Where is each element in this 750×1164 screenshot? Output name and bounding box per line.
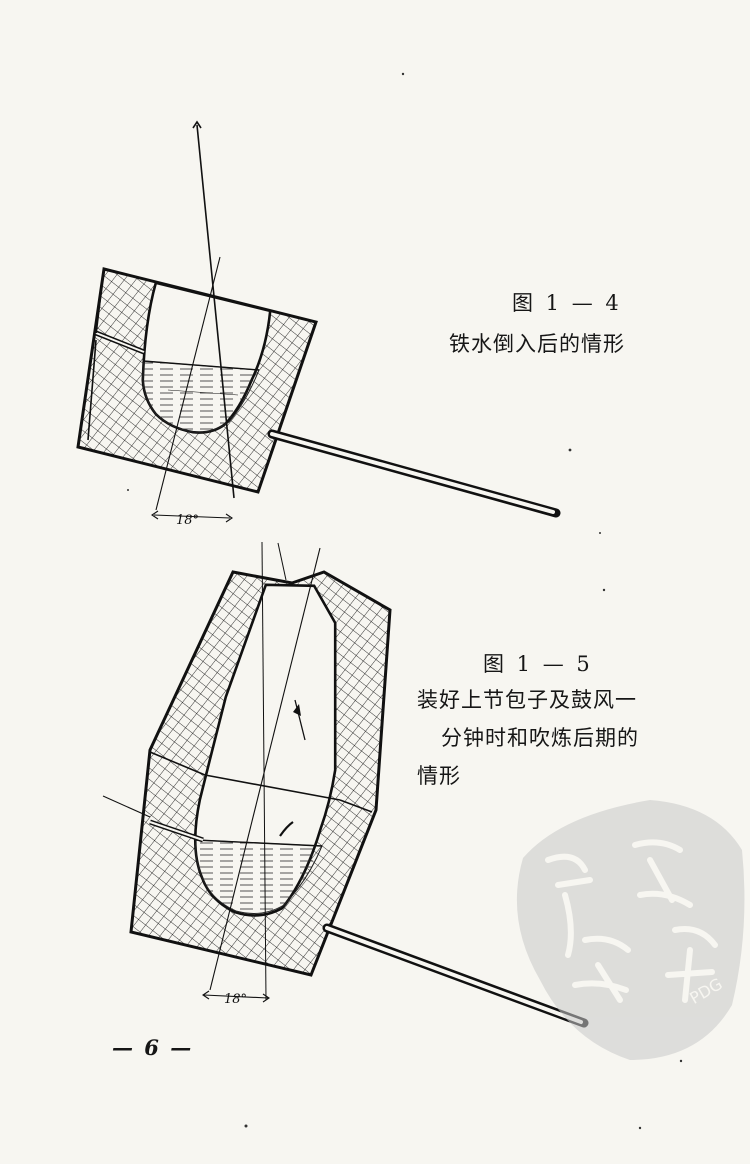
- figure-1-4-diagram: 18°: [76, 120, 561, 528]
- tilt-axis: [209, 547, 321, 991]
- trunnion-rod: [267, 429, 561, 518]
- figure-1-5-diagram: 18°: [102, 541, 589, 1028]
- figure-1-4-description: 铁水倒入后的情形: [449, 332, 625, 356]
- figure-1-5-description-line: 装好上节包子及鼓风一: [417, 688, 637, 712]
- page-number: — 6 —: [112, 1035, 194, 1060]
- tuyere-pipe: [102, 795, 151, 818]
- figure-1-4-angle-label: 18°: [176, 513, 199, 528]
- scan-specks: [127, 72, 683, 1130]
- molten-iron: [195, 839, 323, 914]
- molten-iron: [142, 360, 260, 433]
- figure-1-5-angle-label: 18°: [224, 992, 247, 1007]
- trunnion-rod: [322, 923, 589, 1028]
- vertical-axis: [196, 124, 235, 499]
- seal-stamp-icon: PDG: [516, 800, 745, 1060]
- figure-1-5-description-line: 情形: [417, 764, 461, 788]
- figure-1-4-title: 图 1 — 4: [512, 291, 622, 315]
- figure-1-5-title: 图 1 — 5: [483, 652, 593, 676]
- figure-1-5-description-line: 分钟时和吹炼后期的: [441, 726, 639, 750]
- tilt-axis: [155, 256, 221, 511]
